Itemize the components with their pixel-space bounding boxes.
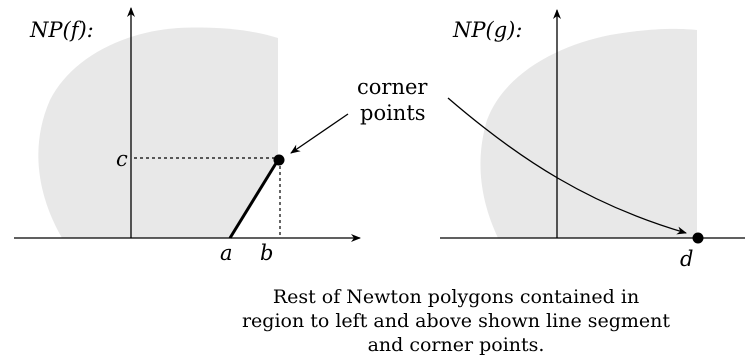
annotation-corner-points: corner points xyxy=(290,75,428,154)
right-panel-title: NP(g): xyxy=(452,18,522,42)
label-c: c xyxy=(116,147,128,171)
label-d: d xyxy=(680,247,693,271)
caption-line-1: Rest of Newton polygons contained in xyxy=(273,286,639,308)
label-b: b xyxy=(260,241,273,265)
curve-arrow xyxy=(447,97,687,235)
left-panel-title: NP(f): xyxy=(29,18,94,42)
newton-segment xyxy=(228,159,280,239)
label-a: a xyxy=(220,241,233,265)
caption-line-2: region to left and above shown line segm… xyxy=(242,310,670,332)
left-panel: NP(f): c a b xyxy=(14,7,361,265)
corner-point-d xyxy=(692,232,704,244)
annotation-arrow xyxy=(290,113,349,154)
annotation-line-2: points xyxy=(360,101,426,125)
right-panel: NP(g): d xyxy=(440,9,745,271)
left-shaded-region xyxy=(38,27,278,239)
caption-line-3: and corner points. xyxy=(368,334,545,356)
annotation-line-1: corner xyxy=(357,75,428,99)
caption: Rest of Newton polygons contained in reg… xyxy=(242,286,670,356)
right-shaded-region xyxy=(480,28,697,238)
corner-point-f xyxy=(273,154,285,166)
